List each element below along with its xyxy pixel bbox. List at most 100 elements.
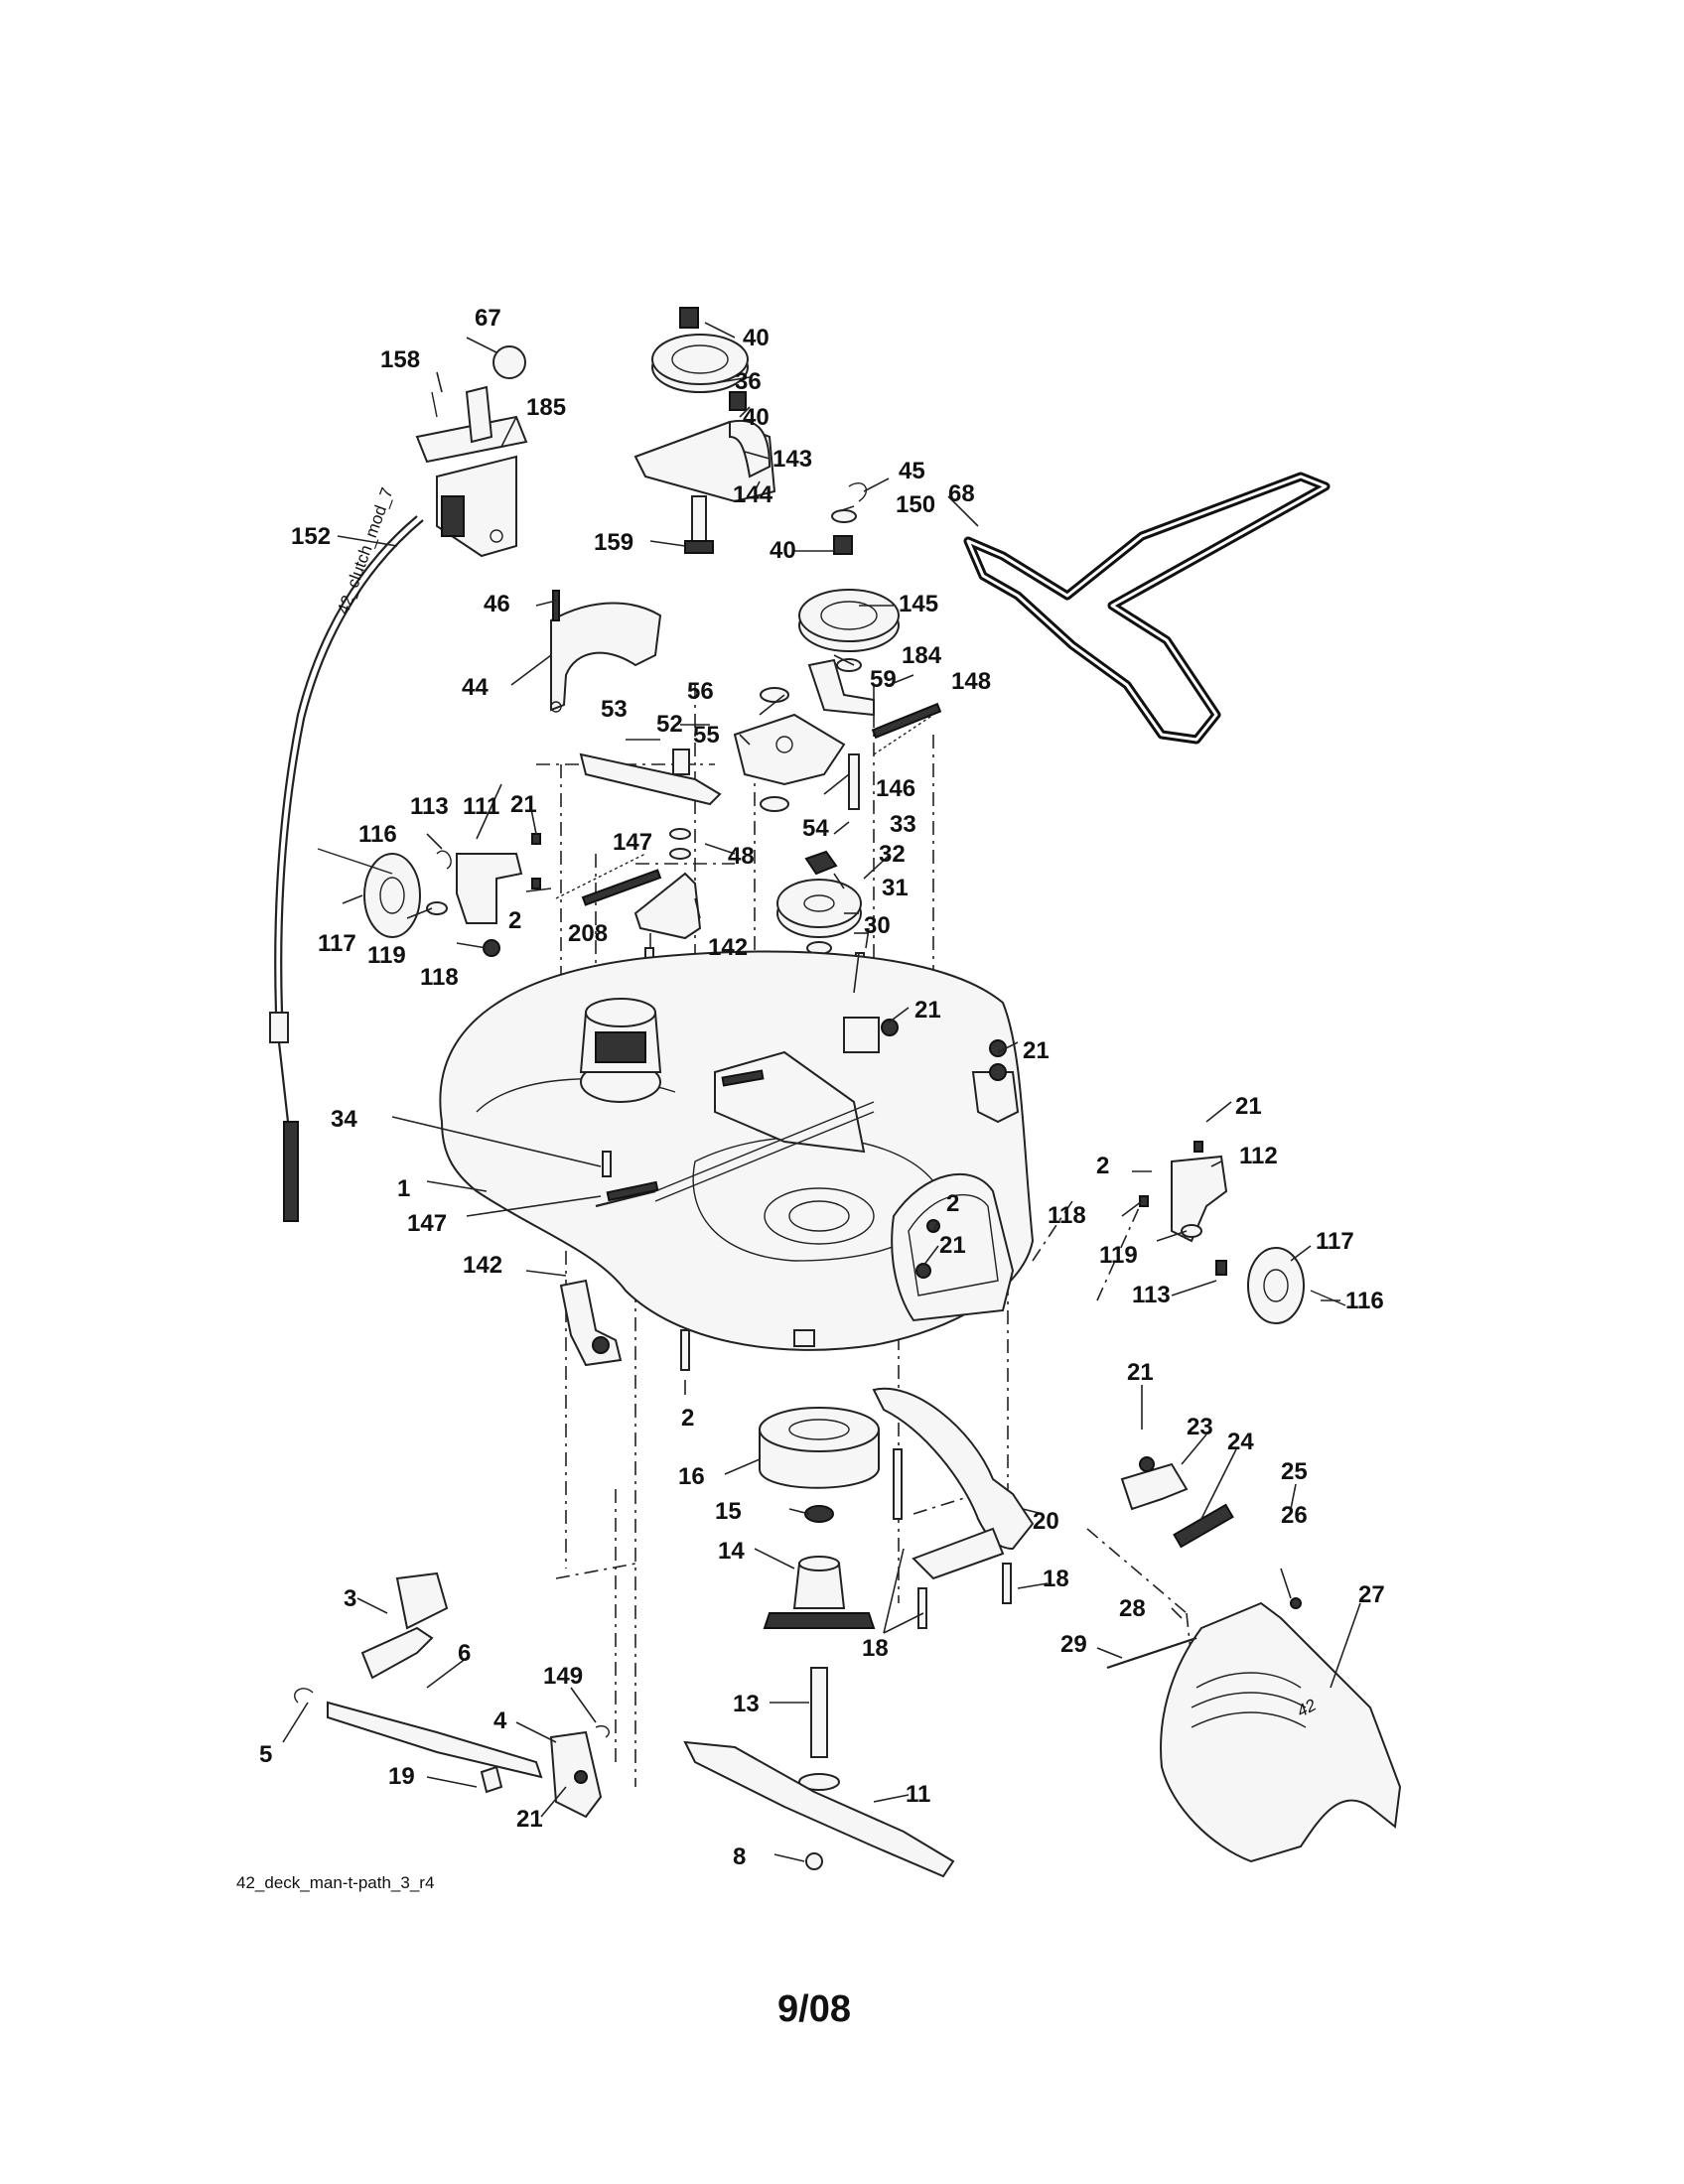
part-label-p118b: 118 [1048,1202,1086,1229]
part-label-p2d: 2 [681,1405,694,1432]
part-label-p21e: 21 [939,1232,966,1259]
part-label-p143: 143 [772,446,812,473]
part-label-p142a: 142 [708,934,748,961]
part-label-p144: 144 [733,481,773,508]
part-label-p24: 24 [1227,1429,1254,1455]
idler-pulley-assembly [633,307,900,672]
part-label-p150: 150 [896,491,935,518]
part-label-p54: 54 [802,815,829,842]
part-label-p146: 146 [876,775,915,802]
date-code: 9/08 [777,1988,851,2030]
leader-lines [282,322,1361,1862]
part-label-p116b: 116 [1345,1288,1384,1314]
belt-guard-44 [550,590,662,713]
part-label-p145: 145 [899,591,938,617]
part-label-p34: 34 [331,1106,357,1133]
part-label-p23: 23 [1187,1414,1213,1440]
part-label-p117a: 117 [318,930,356,957]
knob-67 [492,345,526,379]
blade-spindle-assembly [683,1407,1012,1878]
part-label-p8: 8 [733,1843,746,1870]
part-label-p149: 149 [543,1663,583,1690]
part-label-p28: 28 [1119,1595,1146,1622]
clutch-cable-152 [269,515,424,1222]
part-label-p56: 56 [687,678,714,705]
part-label-p19: 19 [388,1763,415,1790]
diagram-id-label: 42_deck_man-t-path_3_r4 [236,1873,434,1892]
part-label-p2b: 2 [1096,1153,1109,1179]
part-label-p6: 6 [458,1640,471,1667]
part-label-p112: 112 [1239,1143,1278,1169]
part-label-p30: 30 [864,912,891,939]
drive-pulley-32 [776,850,862,955]
part-label-p113b: 113 [1132,1282,1171,1308]
part-label-p45: 45 [899,458,925,484]
part-label-p184: 184 [902,642,942,669]
mower-deck-1 [439,950,1035,1371]
part-label-p119b: 119 [1099,1242,1138,1269]
part-label-p32: 32 [879,841,906,868]
drive-belt-68 [963,472,1331,745]
part-label-p15: 15 [715,1498,742,1525]
springs [581,702,1234,1549]
part-label-p59: 59 [870,666,897,693]
part-label-p152: 152 [291,523,331,550]
part-label-p21b: 21 [914,997,941,1024]
part-label-p113a: 113 [410,793,449,820]
part-label-p116a: 116 [358,821,397,848]
part-label-p26: 26 [1281,1502,1308,1529]
part-label-p18b: 18 [862,1635,889,1662]
part-label-p52: 52 [656,711,683,738]
part-label-p44: 44 [462,674,489,701]
part-label-p40b: 40 [743,404,770,431]
part-label-p148: 148 [951,668,991,695]
right-gauge-wheel-assembly [1139,1141,1346,1324]
part-label-p118a: 118 [420,964,459,991]
part-label-p20: 20 [1033,1508,1059,1535]
cable-label: 42_clutch_mod_7 [334,485,397,617]
part-label-p36: 36 [735,368,762,395]
part-label-p68: 68 [948,480,975,507]
part-label-p25: 25 [1281,1458,1308,1485]
part-label-p21d: 21 [1235,1093,1262,1120]
clutch-handle-assembly [415,345,528,558]
part-label-p11: 11 [906,1781,930,1808]
part-label-p27: 27 [1358,1581,1385,1608]
part-label-p111: 111 [463,793,499,820]
part-label-p119a: 119 [367,942,406,969]
part-label-p31: 31 [882,875,909,901]
part-label-p147a: 147 [613,829,652,856]
part-label-p67: 67 [475,305,501,332]
part-label-p159: 159 [594,529,633,556]
part-label-p16: 16 [678,1463,705,1490]
part-label-p1: 1 [397,1175,410,1202]
lift-link-assembly [294,1571,610,1819]
part-label-p29: 29 [1060,1631,1087,1658]
part-label-p21g: 21 [516,1806,543,1833]
part-label-p208: 208 [568,920,608,947]
part-label-p3: 3 [344,1585,356,1612]
part-label-p18a: 18 [1043,1566,1069,1592]
part-label-p21c: 21 [1023,1037,1050,1064]
deck-baffle-20 [872,1387,1035,1580]
part-label-p117b: 117 [1316,1228,1354,1255]
part-label-p40c: 40 [770,537,796,564]
part-label-p48: 48 [728,843,755,870]
part-label-p21a: 21 [510,791,537,818]
part-label-p142b: 142 [463,1252,502,1279]
part-label-p2a: 2 [508,907,521,934]
part-label-p13: 13 [733,1691,760,1717]
part-label-p40a: 40 [743,325,770,351]
part-label-p4: 4 [493,1707,507,1734]
part-label-p55: 55 [693,722,720,749]
part-label-p185: 185 [526,394,566,421]
part-label-p33: 33 [890,811,916,838]
part-label-p53: 53 [601,696,628,723]
discharge-chute-27: 42 [1106,1456,1402,1863]
part-label-p147b: 147 [407,1210,447,1237]
part-label-p2c: 2 [946,1190,959,1217]
part-label-p46: 46 [484,591,510,617]
lower-bracket-142 [559,1279,623,1367]
